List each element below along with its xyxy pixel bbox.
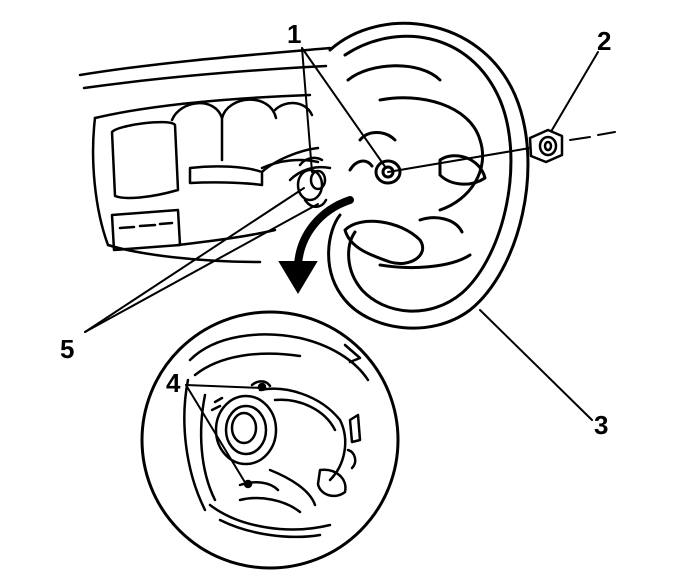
detail-wheel-rear-view bbox=[183, 333, 370, 539]
detail-view-arrow bbox=[278, 196, 354, 294]
callout-1: 1 bbox=[287, 19, 301, 49]
steering-wheel-nut bbox=[528, 128, 564, 164]
callout-3: 3 bbox=[594, 410, 608, 440]
steering-column bbox=[260, 146, 332, 208]
callout-4: 4 bbox=[166, 368, 181, 398]
callout-5: 5 bbox=[60, 334, 74, 364]
callout-2: 2 bbox=[597, 26, 611, 56]
leader-lines bbox=[84, 47, 599, 485]
dashboard bbox=[78, 46, 332, 264]
callouts: 1 2 3 4 5 bbox=[60, 19, 611, 440]
steering-wheel bbox=[327, 21, 530, 330]
center-axis-line bbox=[387, 131, 616, 173]
detail-circle bbox=[140, 310, 400, 570]
